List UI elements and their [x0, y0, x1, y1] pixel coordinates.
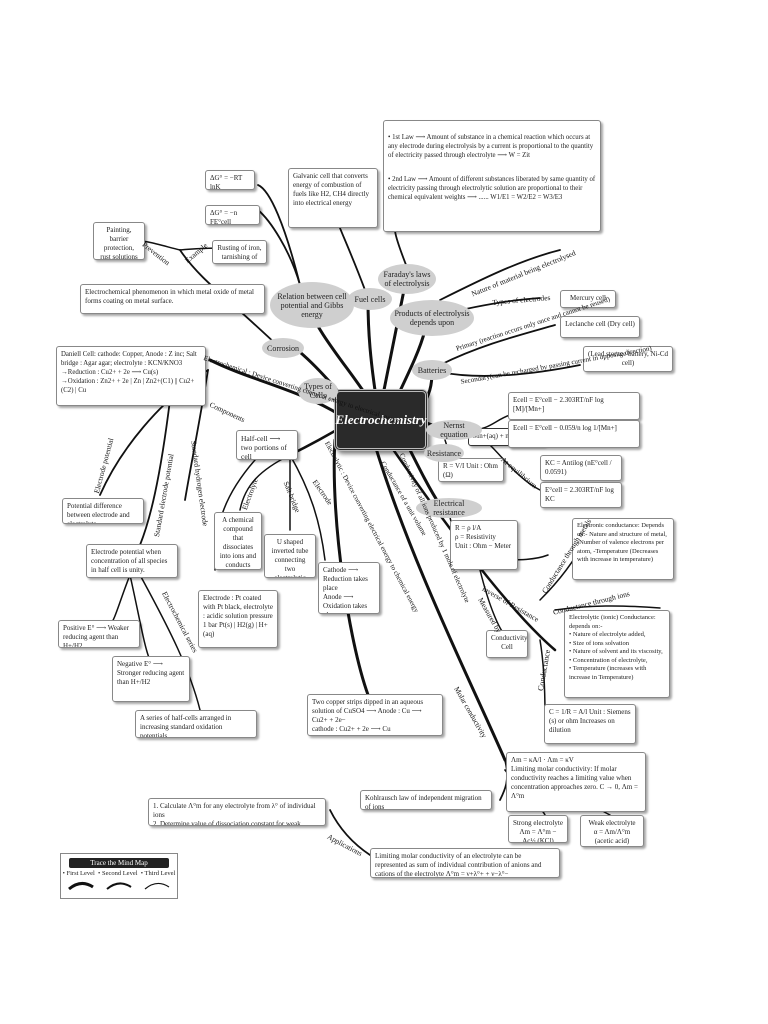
electronic-conductance-box: Electronic conductance: Depends on:- Nat…: [572, 518, 674, 580]
electrode-potential-box: Electrode potential when concentration o…: [86, 544, 178, 578]
node-types-of-cells: Types of Cells: [298, 378, 338, 404]
standard-hydrogen-electrode-box: Electrode : Pt coated with Pt black, ele…: [198, 590, 278, 648]
ecell-box-1: Ecell = E°cell − 2.303RT/nF log [M]/[Mn+…: [508, 392, 640, 420]
central-node: Electrochemistry: [334, 389, 428, 451]
branch-molar: [373, 443, 507, 762]
legend-box: Trace the Mind Map • First Level • Secon…: [60, 853, 178, 899]
central-title: Electrochemistry: [335, 412, 427, 427]
painting-box: Painting, barrier protection, rust solut…: [93, 222, 145, 260]
corrosion-definition-box: Electrochemical phenomenon in which meta…: [80, 284, 265, 314]
legend-second-level: • Second Level: [98, 870, 138, 877]
resistivity-box: R = ρ l/A ρ = Resistivity Unit : Ohm − M…: [450, 520, 518, 570]
conductivity-cell-box: Conductivity Cell: [486, 630, 528, 658]
conductance-unit-box: C = 1/R = A/l Unit : Siemens (s) or ohm …: [544, 704, 636, 744]
node-corrosion: Corrosion: [262, 338, 304, 358]
node-batteries: Batteries: [412, 360, 452, 380]
potential-difference-box: Potential difference between electrode a…: [62, 498, 144, 524]
galvanic-cell-box: Galvanic cell that converts energy of co…: [288, 168, 378, 228]
gibbs-nfe-box: ΔG° = −n FE°cell: [205, 205, 260, 225]
half-cell-box: Half-cell ⟶ two portions of cell: [236, 430, 298, 460]
legend-first-level: • First Level: [62, 870, 95, 877]
node-electrical-resistance: Electrical resistance: [416, 498, 482, 518]
kc-box-2: E°cell = 2.303RT/nF log KC: [540, 482, 622, 508]
electrolytic-conductance-box: Electrolytic (ionic) Conductance: depend…: [564, 610, 670, 698]
kohlrausch-box: Kohlrausch law of independent migration …: [360, 790, 492, 810]
node-faraday: Faraday's laws of electrolysis: [378, 264, 436, 294]
faraday-law1: • 1st Law ⟶ Amount of substance in a che…: [388, 134, 594, 159]
limiting-molar-conductivity-box: Λm = κA/l · Λm = κV Limiting molar condu…: [506, 752, 646, 812]
legend-third-level: • Third Level: [140, 870, 176, 877]
positive-e-box: Positive E° ⟶ Weaker reducing agent than…: [58, 620, 140, 648]
lead-storage-box: (Lead storage battery, Ni-Cd cell): [583, 346, 673, 372]
legend-line-samples: [68, 882, 170, 891]
branch-daniell: [208, 358, 342, 417]
rusting-box: Rusting of iron, tarnishing of silver: [212, 240, 267, 264]
faraday-laws-box: • 1st Law ⟶ Amount of substance in a che…: [383, 120, 601, 232]
strong-electrolyte-box: Strong electrolyte Λm = Λ°m − Ac½ (KCl): [508, 815, 568, 843]
node-resistance: Resistance: [424, 444, 464, 462]
daniell-cell-box: Daniell Cell: cathode: Copper, Anode : Z…: [56, 346, 206, 406]
node-fuel-cells: Fuel cells: [348, 288, 392, 310]
node-relation: Relation between cell potential and Gibb…: [270, 282, 354, 328]
ecell-box-2: Ecell = E°cell − 0.059/n log 1/[Mn+]: [508, 420, 640, 448]
electrochemical-series-box: A series of half-cells arranged in incre…: [135, 710, 257, 738]
kc-box-1: KC = Antilog (nE°cell / 0.0591): [540, 455, 622, 481]
u-shaped-tube-box: U shaped inverted tube connecting two el…: [264, 534, 316, 578]
branch-conductance: [388, 443, 557, 652]
ohm-box: R = V/I Unit : Ohm (Ω): [438, 458, 504, 482]
applications-box: 1. Calculate Λ°m for any electrolyte fro…: [148, 798, 326, 826]
negative-e-box: Negative E° ⟶ Stronger reducing agent th…: [112, 656, 190, 702]
node-nernst: Nernst equation: [426, 420, 482, 440]
node-products: Products of electrolysis depends upon: [390, 300, 474, 336]
gibbs-lnk-box: ΔG° = −RT lnK: [205, 170, 255, 190]
mercury-cell-box: Mercury cell: [560, 290, 616, 308]
limiting-sum-box: Limiting molar conductivity of an electr…: [370, 848, 560, 878]
copper-strips-box: Two copper strips dipped in an aqueous s…: [307, 694, 443, 736]
leclanche-cell-box: Leclanche cell (Dry cell): [560, 316, 640, 338]
legend-title: Trace the Mind Map: [69, 858, 169, 868]
weak-electrolyte-box: Weak electrolyte α = Λm/Λ°m (acetic acid…: [580, 815, 644, 847]
faraday-law2: • 2nd Law ⟶ Amount of different substanc…: [388, 176, 596, 201]
chemical-compound-box: A chemical compound that dissociates int…: [214, 512, 262, 570]
cathode-anode-box: Cathode ⟶ Reduction takes place Anode ⟶ …: [318, 562, 380, 614]
